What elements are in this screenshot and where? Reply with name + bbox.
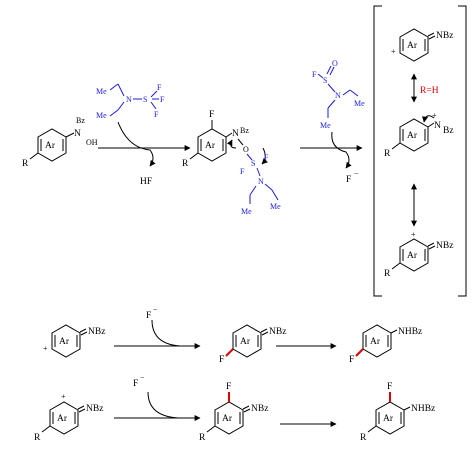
svg-text:Ar: Ar (222, 414, 233, 424)
fluoride-label: F (346, 175, 351, 185)
svg-text:S: S (143, 95, 147, 104)
resonance-ortho-cation: Ar + R NBz (384, 230, 453, 279)
svg-text:Me: Me (270, 202, 281, 211)
svg-text:R: R (34, 433, 41, 443)
svg-text:NBz: NBz (436, 241, 453, 251)
hf-label: HF (140, 177, 152, 187)
svg-text:F: F (157, 83, 162, 92)
svg-text:Me: Me (320, 121, 331, 130)
svg-text:Me: Me (96, 111, 107, 120)
n-label: N (74, 129, 81, 139)
svg-text:NBz: NBz (251, 404, 268, 414)
ar-label: Ar (45, 141, 56, 151)
product-ortho-fluoroanilide: Ar F R NHBz (360, 382, 435, 443)
svg-text:N: N (434, 121, 441, 131)
svg-text:Bz: Bz (240, 126, 249, 135)
svg-text:+: + (411, 230, 416, 239)
svg-text:NHBz: NHBz (398, 327, 422, 337)
svg-text:N: N (126, 95, 132, 104)
para-fluoro-imine: Ar F NBz (219, 324, 286, 365)
svg-text:R: R (182, 159, 189, 169)
svg-text:NBz: NBz (269, 327, 286, 337)
svg-text:F: F (209, 110, 214, 120)
bottom-ortho-cation: Ar + R NBz (34, 392, 103, 443)
svg-text:R: R (199, 433, 206, 443)
svg-text:−: − (153, 305, 158, 314)
svg-text:NHBz: NHBz (411, 404, 435, 414)
intermediate-osulfurane: Ar R F N Bz O S F F N Me Me (182, 110, 281, 216)
svg-text:+: + (43, 344, 48, 353)
bz-label: Bz (76, 116, 85, 125)
svg-text:F: F (226, 382, 231, 392)
ortho-fluoro-imine: Ar F R NBz (199, 382, 268, 443)
svg-text:F: F (264, 153, 269, 162)
svg-text:NBz: NBz (88, 327, 105, 337)
svg-text:R: R (360, 433, 367, 443)
svg-text:NBz: NBz (436, 31, 453, 41)
svg-text:−: − (140, 373, 145, 382)
svg-text:N: N (335, 91, 341, 100)
svg-text:Bz: Bz (443, 126, 454, 136)
svg-text:NBz: NBz (86, 404, 103, 414)
svg-text:+: + (61, 392, 66, 401)
arrow-step-2: F − (300, 131, 363, 185)
reagent-dast: Me N Me S F F F (96, 83, 165, 120)
svg-text:+: + (432, 111, 437, 120)
r-equals-h-label: R=H (420, 86, 439, 96)
svg-text:R: R (384, 149, 391, 159)
svg-text:−: − (354, 169, 359, 178)
svg-text:O: O (332, 59, 338, 68)
start-hydroxylamine: Ar R N Bz OH (22, 116, 98, 169)
svg-text:N: N (232, 129, 239, 139)
arrow-step-1: HF (98, 121, 191, 187)
svg-text:+: + (391, 47, 396, 56)
svg-text:N: N (258, 177, 264, 186)
svg-text:F: F (349, 355, 354, 365)
svg-text:Ar: Ar (205, 141, 216, 151)
svg-text:O: O (243, 145, 249, 154)
oh-label: OH (86, 138, 98, 147)
svg-text:R: R (384, 269, 391, 279)
svg-text:F: F (387, 382, 392, 392)
resonance-nitrenium: Ar R N + Bz (384, 111, 454, 159)
svg-text:Me: Me (241, 207, 252, 216)
product-para-fluoroanilide: Ar F NHBz (349, 324, 422, 365)
svg-text:Me: Me (354, 99, 365, 108)
svg-text:Me: Me (96, 87, 107, 96)
svg-text:Ar: Ar (370, 337, 381, 347)
svg-text:Ar: Ar (407, 131, 418, 141)
r-label: R (22, 159, 29, 169)
svg-text:Ar: Ar (407, 41, 418, 51)
svg-text:Ar: Ar (57, 414, 68, 424)
svg-text:F: F (240, 167, 245, 176)
resonance-bracket (373, 5, 467, 297)
svg-text:Ar: Ar (59, 337, 70, 347)
resonance-para-cation: Ar + NBz (391, 28, 453, 62)
svg-text:Ar: Ar (383, 414, 394, 424)
byproduct-sulfinyl-fluoride: F S O N Me Me (312, 59, 365, 130)
svg-text:S: S (323, 76, 327, 85)
svg-text:F: F (160, 95, 165, 104)
svg-text:F: F (312, 70, 317, 79)
svg-text:Ar: Ar (407, 251, 418, 261)
arrow-ortho-fluoride-addition: F − (114, 373, 201, 421)
bottom-para-cation: Ar + NBz (43, 324, 105, 358)
svg-text:S: S (251, 159, 255, 168)
svg-text:F: F (146, 311, 151, 321)
svg-text:F: F (219, 355, 224, 365)
svg-text:F: F (133, 379, 138, 389)
arrow-para-fluoride-addition: F − (114, 305, 201, 349)
svg-text:F: F (154, 110, 159, 119)
svg-text:Ar: Ar (240, 337, 251, 347)
